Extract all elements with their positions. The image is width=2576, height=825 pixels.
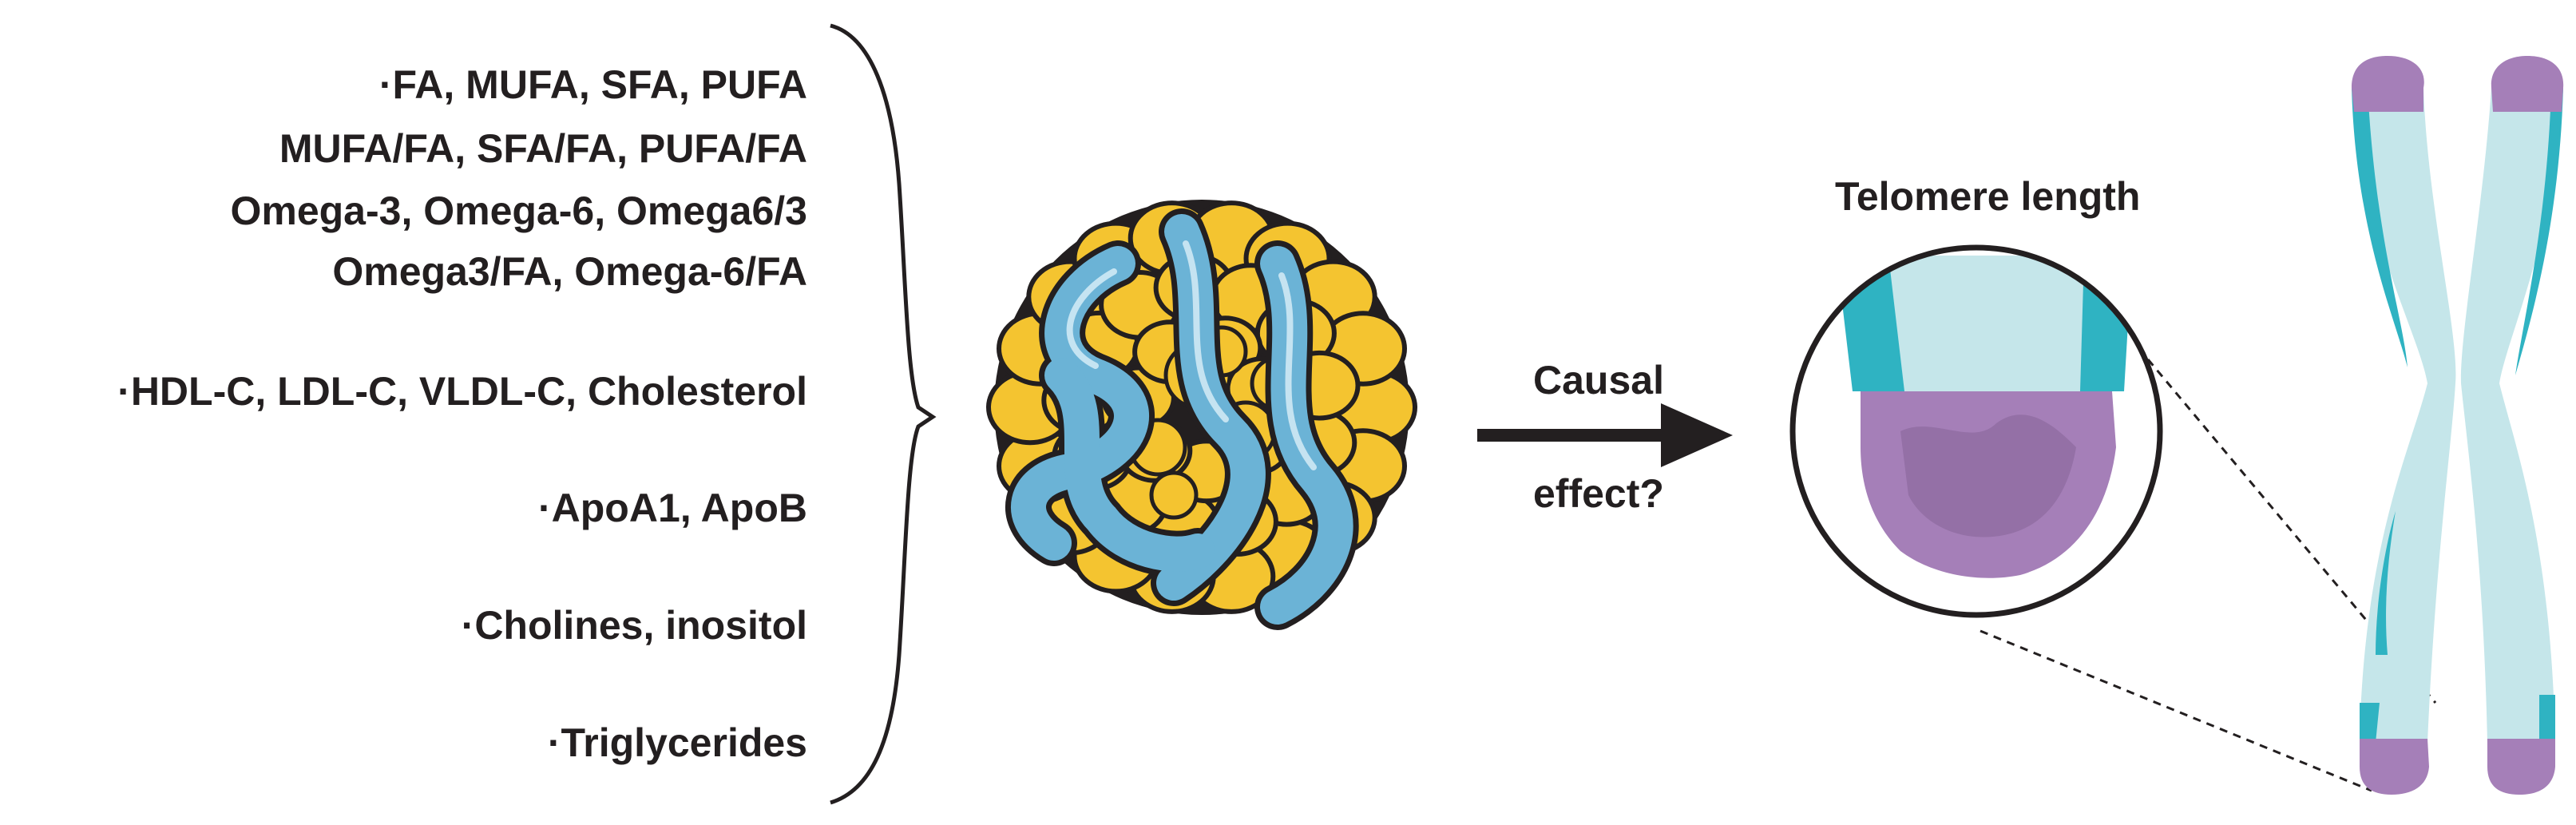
causal-arrow (1477, 403, 1733, 467)
cholesterol-label: ·HDL-C, LDL-C, VLDL-C, Cholesterol (117, 369, 807, 414)
telomere-length-title: Telomere length (1835, 174, 2141, 219)
triglyceride-label: ·Triglycerides (547, 720, 807, 765)
zoom-line-top (2146, 359, 2437, 704)
grouping-brace (830, 23, 937, 805)
fatty-acid-label-4: Omega3/FA, Omega-6/FA (332, 249, 807, 294)
fatty-acid-label-3: Omega-3, Omega-6, Omega6/3 (230, 188, 807, 233)
telomere-zoom-icon (1789, 244, 2163, 618)
apolipoprotein-label: ·ApoA1, ApoB (538, 486, 807, 530)
chromosome-icon (2352, 56, 2564, 795)
lipoprotein-particle-icon (986, 200, 1417, 630)
choline-label: ·Cholines, inositol (461, 603, 807, 648)
fatty-acid-label-1: ·FA, MUFA, SFA, PUFA (378, 62, 807, 107)
zoom-line-bottom (1980, 629, 2372, 792)
causal-label: Causal (1533, 358, 1664, 403)
effect-label: effect? (1533, 471, 1664, 516)
fatty-acid-label-2: MUFA/FA, SFA/FA, PUFA/FA (279, 126, 807, 171)
